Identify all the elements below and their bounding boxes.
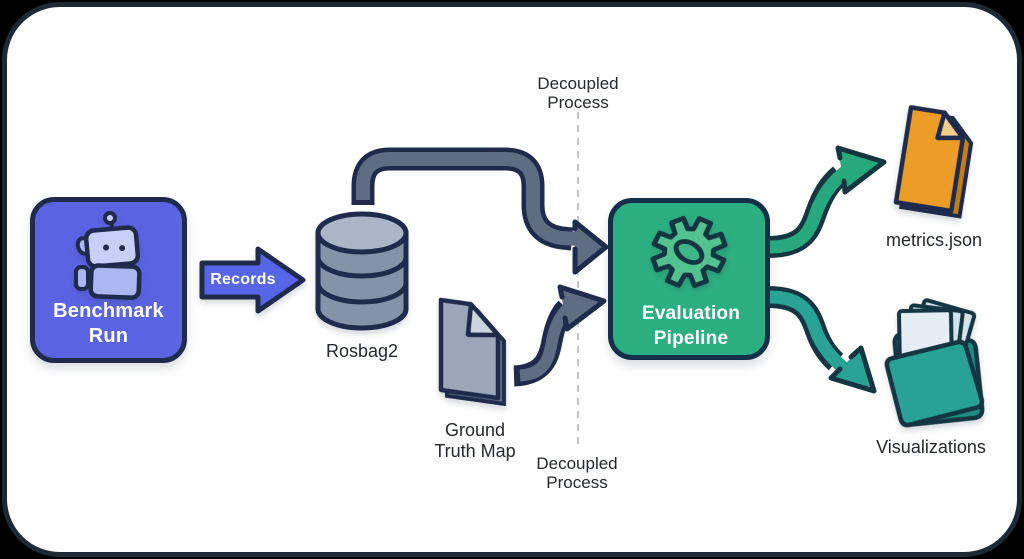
robot-icon — [74, 211, 142, 300]
ground-truth-label-line2: Truth Map — [434, 441, 516, 461]
evaluation-to-metrics-arrow — [767, 145, 887, 258]
file-icon — [893, 105, 974, 219]
records-arrow-label: Records — [210, 271, 276, 288]
decoupled-top-line2: Process — [547, 93, 609, 112]
groundtruth-to-evaluation-arrow — [513, 284, 607, 387]
benchmark-run-label: Benchmark Run — [30, 299, 187, 349]
database-icon — [315, 211, 409, 331]
folder-icon — [884, 298, 985, 428]
decoupled-process-label-bottom: Decoupled Process — [527, 454, 627, 492]
records-arrow — [199, 246, 306, 314]
decoupled-bottom-line1: Decoupled — [536, 454, 618, 473]
decoupled-process-label-top: Decoupled Process — [528, 74, 628, 112]
rosbag-to-evaluation-arrow — [351, 147, 609, 275]
evaluation-label-line1: Evaluation — [641, 303, 741, 324]
rosbag-label: Rosbag2 — [325, 341, 399, 361]
benchmark-label-line1: Benchmark — [53, 300, 164, 322]
evaluation-pipeline-label: Evaluation Pipeline — [612, 301, 770, 351]
evaluation-to-visualizations-arrow — [767, 286, 877, 394]
decoupled-top-line1: Decoupled — [537, 74, 619, 93]
evaluation-pipeline-node — [608, 198, 770, 360]
evaluation-label-line2: Pipeline — [653, 328, 729, 349]
ground-truth-label-line1: Ground — [444, 420, 506, 440]
visualizations-label: Visualizations — [876, 437, 986, 457]
metrics-json-label: metrics.json — [885, 230, 983, 250]
document-icon — [438, 297, 506, 407]
ground-truth-map-label: Ground Truth Map — [414, 420, 536, 462]
benchmark-label-line2: Run — [88, 325, 129, 347]
decoupled-bottom-line2: Process — [546, 473, 608, 492]
gear-icon — [650, 215, 728, 289]
